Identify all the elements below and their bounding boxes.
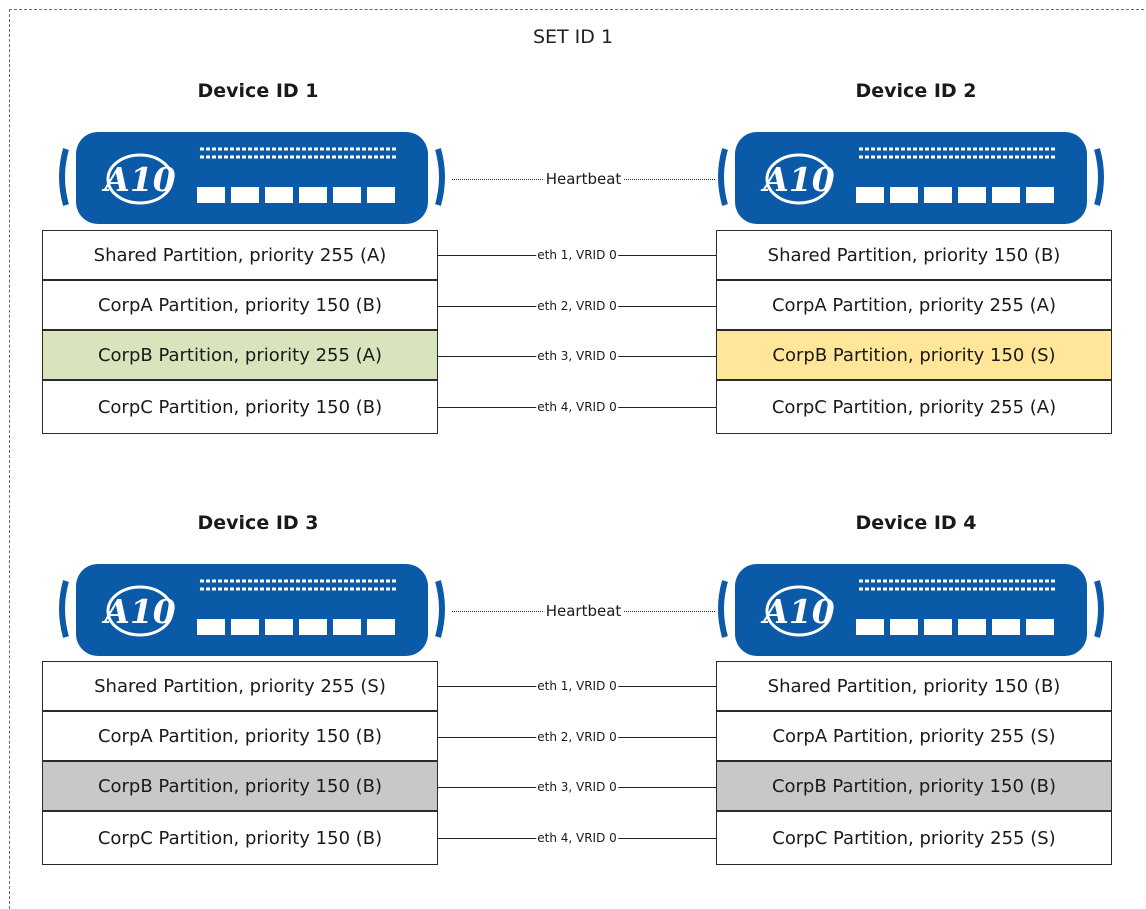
device-3-partition-table: Shared Partition, priority 255 (S) CorpA…: [42, 661, 438, 865]
link-eth4-bottom: eth 4, VRID 0: [438, 828, 716, 850]
heartbeat-link-1-2: Heartbeat: [452, 167, 715, 191]
partition-row-corpa: CorpA Partition, priority 255 (S): [717, 712, 1111, 762]
partition-row-corpc: CorpC Partition, priority 150 (B): [43, 812, 437, 864]
link-eth2-top: eth 2, VRID 0: [438, 296, 716, 318]
a10-appliance-icon: A10: [59, 132, 445, 224]
set-boundary: [9, 9, 1146, 909]
device-2-title: Device ID 2: [855, 80, 977, 102]
link-eth2-bottom: eth 2, VRID 0: [438, 727, 716, 749]
link-eth1-bottom: eth 1, VRID 0: [438, 676, 716, 698]
device-3-appliance: A10: [52, 561, 452, 657]
heartbeat-label: Heartbeat: [543, 167, 624, 191]
link-label: eth 1, VRID 0: [536, 676, 618, 696]
partition-row-shared: Shared Partition, priority 255 (A): [43, 231, 437, 281]
link-label: eth 4, VRID 0: [536, 828, 618, 848]
link-eth4-top: eth 4, VRID 0: [438, 397, 716, 419]
a10-appliance-icon: A10: [59, 564, 445, 656]
device-4-appliance: A10: [711, 561, 1111, 657]
partition-row-corpb: CorpB Partition, priority 150 (B): [43, 762, 437, 812]
partition-row-shared: Shared Partition, priority 255 (S): [43, 662, 437, 712]
partition-row-corpa: CorpA Partition, priority 150 (B): [43, 281, 437, 331]
heartbeat-label: Heartbeat: [543, 599, 624, 623]
a10-logo-text: A10: [760, 592, 835, 631]
device-1-title: Device ID 1: [197, 80, 319, 102]
partition-row-corpa: CorpA Partition, priority 150 (B): [43, 712, 437, 762]
set-title: SET ID 1: [532, 26, 614, 48]
partition-row-corpa: CorpA Partition, priority 255 (A): [717, 281, 1111, 331]
link-eth1-top: eth 1, VRID 0: [438, 245, 716, 267]
device-3-title: Device ID 3: [197, 512, 319, 534]
a10-appliance-icon: A10: [718, 132, 1104, 224]
partition-row-corpc: CorpC Partition, priority 255 (A): [717, 381, 1111, 433]
link-label: eth 2, VRID 0: [536, 727, 618, 747]
partition-row-shared: Shared Partition, priority 150 (B): [717, 662, 1111, 712]
heartbeat-link-3-4: Heartbeat: [452, 599, 715, 623]
a10-logo-text: A10: [101, 160, 176, 199]
partition-row-corpb: CorpB Partition, priority 255 (A): [43, 331, 437, 381]
partition-row-corpb: CorpB Partition, priority 150 (S): [717, 331, 1111, 381]
device-4-partition-table: Shared Partition, priority 150 (B) CorpA…: [716, 661, 1112, 865]
link-label: eth 2, VRID 0: [536, 296, 618, 316]
link-label: eth 3, VRID 0: [536, 346, 618, 366]
link-label: eth 1, VRID 0: [536, 245, 618, 265]
device-2-appliance: A10: [711, 129, 1111, 225]
partition-row-corpc: CorpC Partition, priority 150 (B): [43, 381, 437, 433]
partition-row-corpc: CorpC Partition, priority 255 (S): [717, 812, 1111, 864]
device-1-appliance: A10: [52, 129, 452, 225]
a10-appliance-icon: A10: [718, 564, 1104, 656]
device-4-title: Device ID 4: [855, 512, 977, 534]
link-label: eth 3, VRID 0: [536, 777, 618, 797]
partition-row-shared: Shared Partition, priority 150 (B): [717, 231, 1111, 281]
link-eth3-bottom: eth 3, VRID 0: [438, 777, 716, 799]
partition-row-corpb: CorpB Partition, priority 150 (B): [717, 762, 1111, 812]
a10-logo-text: A10: [101, 592, 176, 631]
link-eth3-top: eth 3, VRID 0: [438, 346, 716, 368]
device-2-partition-table: Shared Partition, priority 150 (B) CorpA…: [716, 230, 1112, 434]
a10-logo-text: A10: [760, 160, 835, 199]
device-1-partition-table: Shared Partition, priority 255 (A) CorpA…: [42, 230, 438, 434]
link-label: eth 4, VRID 0: [536, 397, 618, 417]
